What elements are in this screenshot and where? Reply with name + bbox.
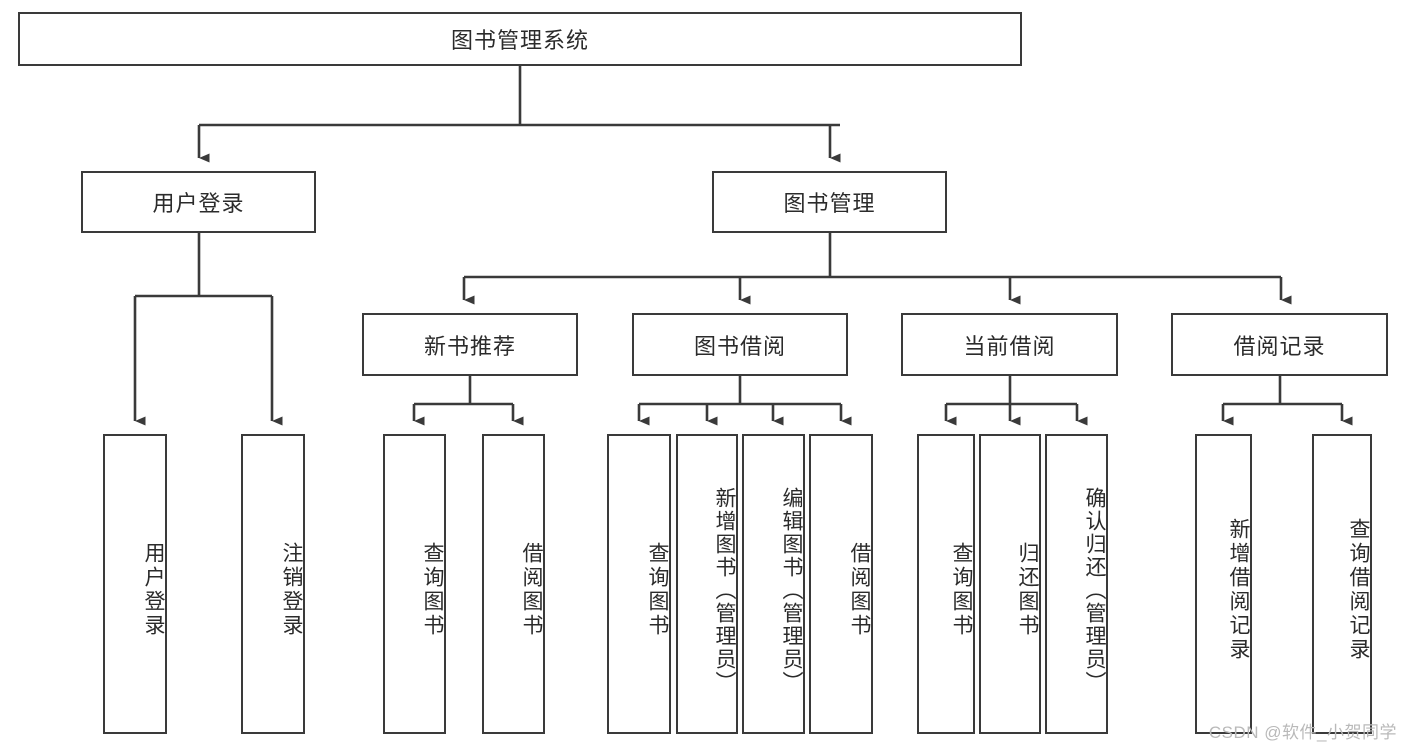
leaf-current-borrow-confirm-return-admin[interactable]: 确认归还（管理员） (1045, 434, 1108, 734)
node-label: 图书管理系统 (450, 28, 589, 53)
node-book-management[interactable]: 图书管理 (712, 171, 947, 233)
node-label: 新增图书（管理员） (713, 486, 736, 694)
leaf-book-borrow-query-book[interactable]: 查询图书 (607, 434, 671, 734)
node-label: 用户登录 (142, 542, 165, 638)
node-borrow-record[interactable]: 借阅记录 (1171, 313, 1388, 376)
node-label: 用户登录 (152, 191, 245, 216)
leaf-borrow-record-add-record[interactable]: 新增借阅记录 (1195, 434, 1252, 734)
leaf-book-borrow-edit-book-admin[interactable]: 编辑图书（管理员） (742, 434, 805, 734)
leaf-user-login-login[interactable]: 用户登录 (103, 434, 167, 734)
node-label: 借阅记录 (1233, 333, 1326, 359)
node-label: 查询图书 (646, 542, 669, 638)
node-label: 当前借阅 (963, 333, 1056, 359)
leaf-new-book-query-book[interactable]: 查询图书 (383, 434, 446, 734)
leaf-user-login-logout[interactable]: 注销登录 (241, 434, 305, 734)
node-root-book-management-system[interactable]: 图书管理系统 (18, 12, 1022, 66)
node-label: 确认归还（管理员） (1083, 486, 1106, 694)
node-label: 归还图书 (1016, 542, 1039, 638)
node-label: 新增借阅记录 (1227, 518, 1250, 662)
node-new-book-recommend[interactable]: 新书推荐 (362, 313, 578, 376)
node-label: 新书推荐 (423, 333, 516, 359)
leaf-borrow-record-query-record[interactable]: 查询借阅记录 (1312, 434, 1372, 734)
node-label: 查询图书 (421, 542, 444, 638)
node-label: 借阅图书 (520, 542, 543, 638)
node-label: 查询借阅记录 (1347, 518, 1370, 662)
node-label: 图书借阅 (693, 333, 786, 359)
leaf-book-borrow-borrow-book[interactable]: 借阅图书 (809, 434, 873, 734)
node-label: 图书管理 (783, 191, 876, 216)
leaf-new-book-borrow-book[interactable]: 借阅图书 (482, 434, 545, 734)
leaf-book-borrow-add-book-admin[interactable]: 新增图书（管理员） (676, 434, 738, 734)
node-book-borrow[interactable]: 图书借阅 (632, 313, 848, 376)
node-label: 注销登录 (280, 542, 303, 638)
node-label: 借阅图书 (848, 542, 871, 638)
leaf-current-borrow-return-book[interactable]: 归还图书 (979, 434, 1041, 734)
node-label: 查询图书 (950, 542, 973, 638)
node-label: 编辑图书（管理员） (780, 486, 803, 694)
watermark-text: CSDN @软件_小贺同学 (1208, 723, 1397, 742)
leaf-current-borrow-query-book[interactable]: 查询图书 (917, 434, 975, 734)
node-current-borrow[interactable]: 当前借阅 (901, 313, 1118, 376)
node-user-login[interactable]: 用户登录 (81, 171, 316, 233)
